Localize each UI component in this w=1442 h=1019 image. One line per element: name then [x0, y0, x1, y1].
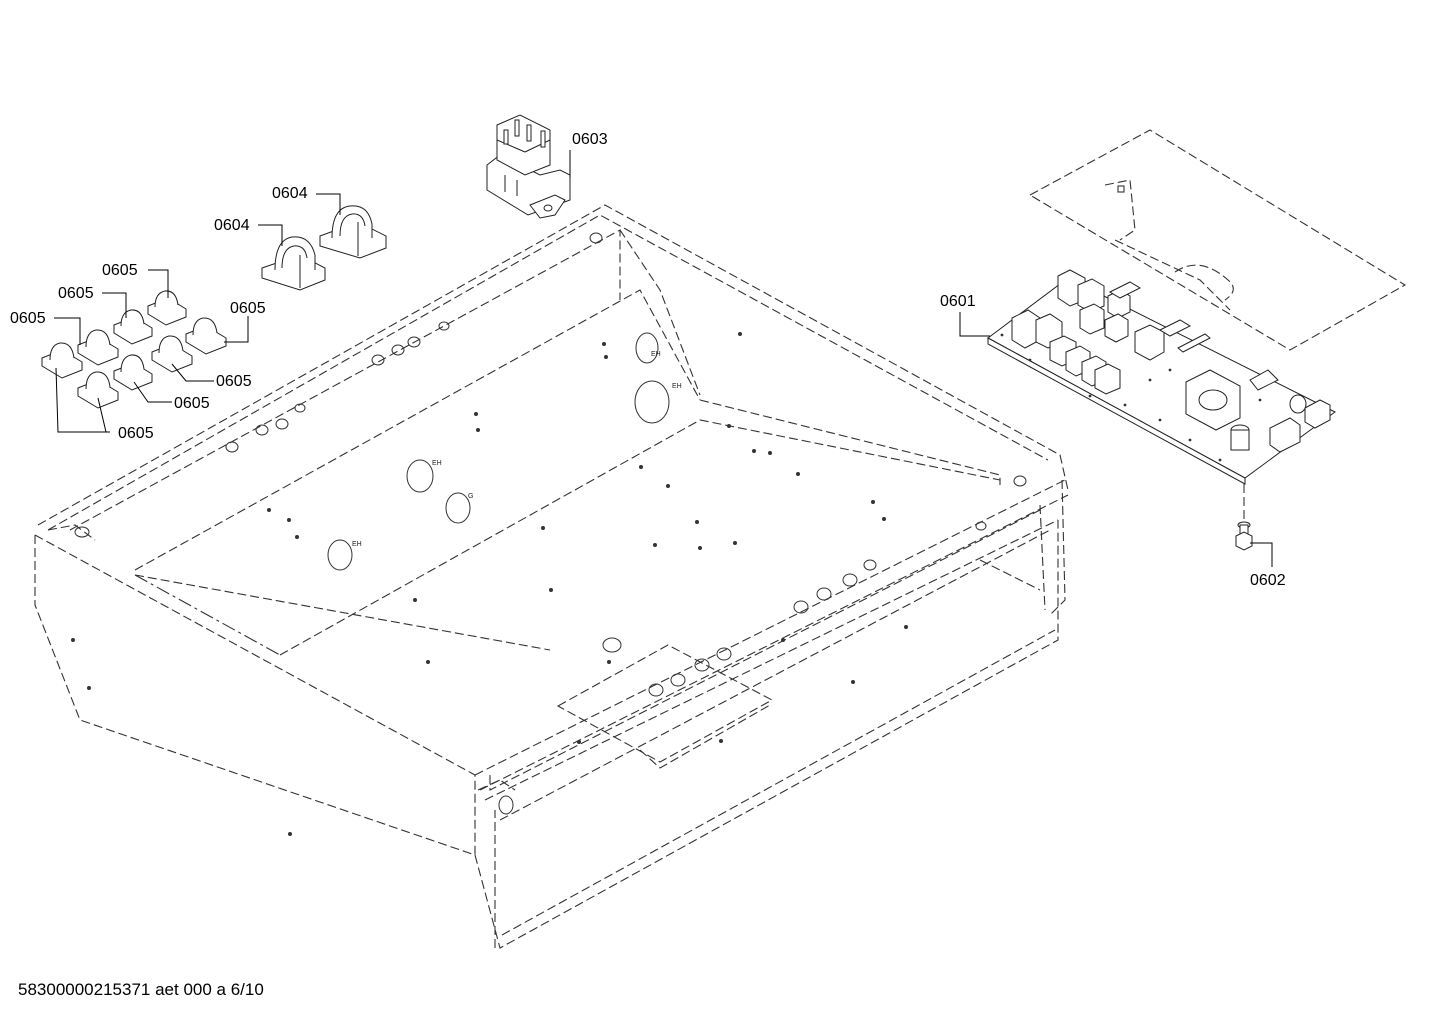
marking-eh-2: EH — [672, 383, 682, 390]
chassis-dots — [71, 332, 908, 836]
label-0602: 0602 — [1250, 572, 1286, 589]
circuit-board — [987, 269, 1336, 485]
label-0605-mid: 0605 — [174, 395, 210, 412]
clip-1 — [41, 342, 83, 379]
label-0605-top: 0605 — [102, 262, 138, 279]
clip-5 — [185, 317, 227, 355]
cover-plate — [1028, 129, 1407, 351]
marking-g: G — [468, 493, 473, 500]
marking-eh-3: EH — [432, 460, 442, 467]
chassis-holes — [74, 232, 1027, 815]
clip-8 — [77, 371, 119, 409]
label-0605-right: 0605 — [230, 300, 266, 317]
pcb-dots — [1000, 333, 1262, 462]
marking-eh-1: EH — [651, 351, 661, 358]
clip-7 — [113, 354, 153, 391]
label-0605-bottom: 0605 — [118, 425, 154, 442]
clamp-0604-b — [319, 205, 387, 259]
clips-0605 — [41, 290, 227, 409]
part-labels: 0603 0604 0604 0605 0605 0605 0605 0605 … — [10, 131, 1286, 589]
chassis-housing — [34, 204, 1069, 949]
transformer-0603 — [486, 114, 571, 219]
clip-4 — [147, 290, 187, 326]
label-0605-mid-right: 0605 — [216, 373, 252, 390]
clamp-0604-a — [261, 236, 326, 291]
push-pin-0602 — [1235, 484, 1253, 551]
label-0605-left: 0605 — [10, 310, 46, 327]
label-0604-upper: 0604 — [272, 185, 308, 202]
label-0603: 0603 — [572, 131, 608, 148]
clip-6 — [151, 335, 193, 373]
label-0604-lower: 0604 — [214, 217, 250, 234]
leader-lines — [54, 150, 1273, 567]
marking-eh-4: EH — [352, 541, 362, 548]
cutout-markings: EH EH EH G EH — [352, 351, 682, 548]
clip-2 — [77, 329, 119, 366]
label-0605-second: 0605 — [58, 285, 94, 302]
label-0601: 0601 — [940, 293, 976, 310]
document-id: 58300000215371 aet 000 a 6/10 — [18, 980, 264, 999]
clip-3 — [113, 309, 153, 345]
